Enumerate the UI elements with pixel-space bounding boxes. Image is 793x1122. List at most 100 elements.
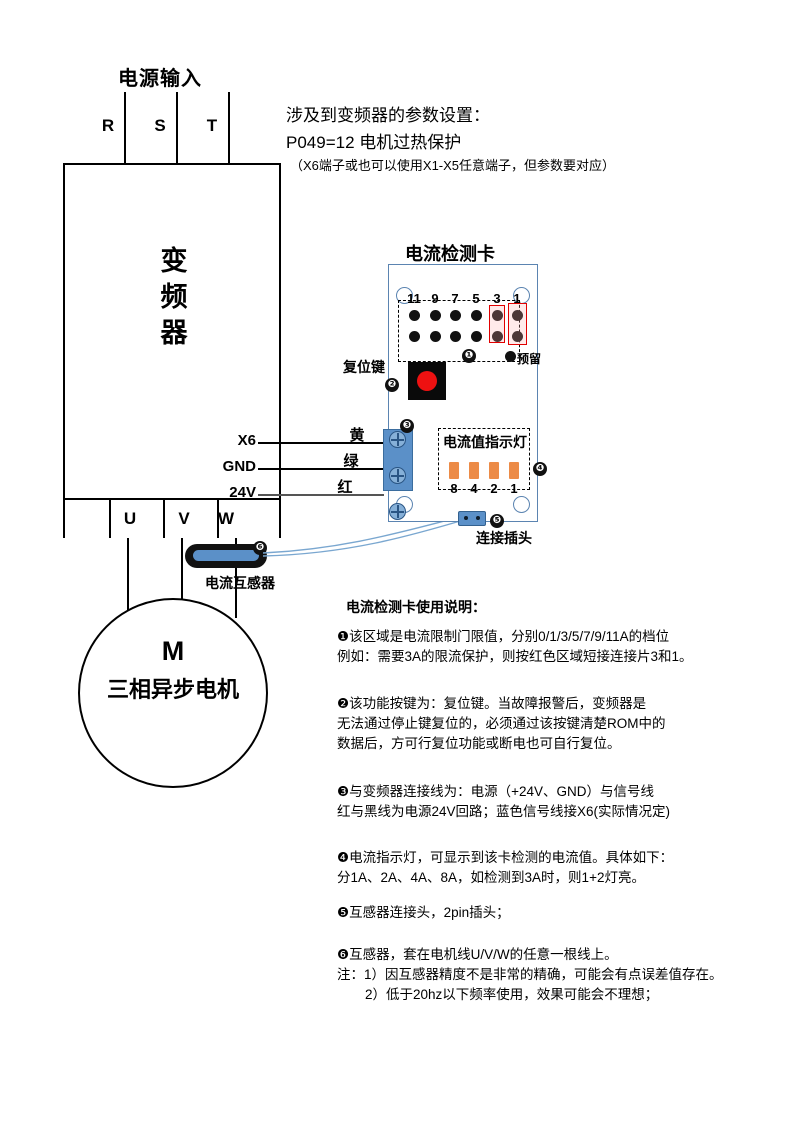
pin-dot[interactable] <box>409 331 420 342</box>
output-divider-1 <box>109 500 111 538</box>
led-number-4: 4 <box>470 481 478 496</box>
screw-terminal-24v[interactable] <box>389 503 406 520</box>
led-indicator-2 <box>489 462 499 479</box>
pin-dot[interactable] <box>409 310 420 321</box>
instruction-item-4: ❹电流指示灯，可显示到该卡检测的电流值。具体如下： 分1A、2A、4A、8A，如… <box>337 848 767 888</box>
instruction-line: ❺互感器连接头，2pin插头； <box>337 905 510 920</box>
plug-pin-1 <box>464 516 468 520</box>
motor-label: 三相异步电机 <box>106 677 239 702</box>
marker-plug: ❺ <box>490 514 504 528</box>
instruction-line: 红与黑线为电源24V回路；蓝色信号线接X6(实际情况定) <box>337 804 671 819</box>
inverter-label: 变 频 器 <box>152 243 196 351</box>
jumper-highlight-pin-3 <box>489 305 505 343</box>
connection-plug[interactable] <box>458 511 486 526</box>
motor-line-v <box>181 538 183 618</box>
phase-label-r: R <box>101 116 115 135</box>
screw-terminal-x6[interactable] <box>389 431 406 448</box>
reserved-pin-dot[interactable] <box>505 351 516 362</box>
parameter-note-line3: （X6端子或也可以使用X1-X5任意端子，但参数要对应） <box>290 158 616 173</box>
mounting-hole-bottom-right <box>513 496 530 513</box>
wire-color-label-green: 绿 <box>343 453 359 470</box>
pin-dot[interactable] <box>471 331 482 342</box>
pin-number-5: 5 <box>472 291 480 306</box>
jumper-highlight-pin-1 <box>508 303 527 345</box>
marker-pins: ❶ <box>462 349 476 363</box>
instruction-line: 2）低于20hz以下频率使用，效果可能会不理想； <box>365 987 659 1002</box>
instruction-line: ❸与变频器连接线为：电源（+24V、GND）与信号线 <box>337 784 655 799</box>
input-line-s <box>176 92 178 164</box>
instruction-line: ❻互感器，套在电机线U/V/W的任意一根线上。 <box>337 947 618 962</box>
instruction-item-3: ❸与变频器连接线为：电源（+24V、GND）与信号线 红与黑线为电源24V回路；… <box>337 782 767 822</box>
pin-dot[interactable] <box>492 331 503 342</box>
wire-color-label-red: 红 <box>337 479 353 496</box>
inverter-output-box <box>63 500 281 538</box>
terminal-label-gnd: GND <box>222 458 256 475</box>
instruction-line: 注：1）因互感器精度不是非常的精确，可能会有点误差值存在。 <box>337 967 723 982</box>
instruction-line: 例如：需要3A的限流保护，则按红色区域短接连接片3和1。 <box>337 649 693 664</box>
phase-label-s: S <box>154 116 166 135</box>
led-indicator-8 <box>449 462 459 479</box>
terminal-label-24v: 24V <box>229 484 256 501</box>
pin-dot[interactable] <box>492 310 503 321</box>
phase-label-t: T <box>206 116 218 135</box>
pin-dot[interactable] <box>471 310 482 321</box>
input-line-t <box>228 92 230 164</box>
input-line-r <box>124 92 126 164</box>
instruction-line: ❷该功能按键为：复位键。当故障报警后，变频器是 <box>337 696 647 711</box>
connection-plug-label: 连接插头 <box>476 530 532 546</box>
instruction-item-6: ❻互感器，套在电机线U/V/W的任意一根线上。 注：1）因互感器精度不是非常的精… <box>337 945 767 1005</box>
pin-number-1: 1 <box>513 291 521 306</box>
instruction-line: 无法通过停止键复位的，必须通过该按键清楚ROM中的 <box>337 716 666 731</box>
phase-label-v: V <box>178 509 190 528</box>
card-title: 电流检测卡 <box>405 244 495 264</box>
led-indicator-region <box>438 428 530 490</box>
parameter-note-line1: 涉及到变频器的参数设置： <box>286 106 490 125</box>
pin-dot[interactable] <box>430 310 441 321</box>
pin-dot[interactable] <box>512 331 523 342</box>
inverter-label-char-2: 频 <box>160 282 188 312</box>
instructions-title: 电流检测卡使用说明： <box>346 599 486 615</box>
pin-dot[interactable] <box>512 310 523 321</box>
pin-number-9: 9 <box>431 291 439 306</box>
phase-label-u: U <box>123 509 137 528</box>
motor-line-w <box>235 538 237 618</box>
led-number-8: 8 <box>450 481 458 496</box>
pin-dot[interactable] <box>430 331 441 342</box>
pin-dot[interactable] <box>450 310 461 321</box>
reset-button-cap[interactable] <box>417 371 437 391</box>
instruction-item-1: ❶该区域是电流限制门限值，分别0/1/3/5/7/9/11A的档位 例如：需要3… <box>337 627 767 667</box>
wire-x6 <box>258 442 384 444</box>
wire-24v <box>258 494 384 496</box>
instruction-item-5: ❺互感器连接头，2pin插头； <box>337 903 767 923</box>
led-indicator-1 <box>509 462 519 479</box>
instruction-line: ❹电流指示灯，可显示到该卡检测的电流值。具体如下： <box>337 850 674 865</box>
wire-color-label-yellow: 黄 <box>349 427 365 444</box>
screw-terminal-gnd[interactable] <box>389 467 406 484</box>
motor-letter: M <box>161 636 185 666</box>
pin-dot[interactable] <box>450 331 461 342</box>
inverter-label-char-3: 器 <box>160 318 188 348</box>
marker-leds: ❹ <box>533 462 547 476</box>
ct-lead-wires <box>262 516 468 557</box>
led-number-2: 2 <box>490 481 498 496</box>
led-number-1: 1 <box>510 481 518 496</box>
plug-pin-2 <box>476 516 480 520</box>
instruction-line: 分1A、2A、4A、8A，如检测到3A时，则1+2灯亮。 <box>337 870 645 885</box>
pin-number-7: 7 <box>451 291 459 306</box>
motor-line-u <box>127 538 129 618</box>
instruction-item-2: ❷该功能按键为：复位键。当故障报警后，变频器是 无法通过停止键复位的，必须通过该… <box>337 694 767 754</box>
phase-label-w: W <box>217 509 235 528</box>
terminal-label-x6: X6 <box>237 432 256 449</box>
current-transformer-label: 电流互感器 <box>205 575 275 591</box>
inverter-label-char-1: 变 <box>160 246 188 276</box>
instruction-line: ❶该区域是电流限制门限值，分别0/1/3/5/7/9/11A的档位 <box>337 629 670 644</box>
pin-number-3: 3 <box>493 291 501 306</box>
mounting-hole-top-left <box>396 287 413 304</box>
inverter-box <box>63 163 281 500</box>
motor-symbol <box>78 598 268 788</box>
pin-number-11: 11 <box>407 291 421 306</box>
reset-button-label: 复位键 <box>343 359 385 375</box>
parameter-note-line2: P049=12 电机过热保护 <box>286 133 462 152</box>
led-indicator-4 <box>469 462 479 479</box>
